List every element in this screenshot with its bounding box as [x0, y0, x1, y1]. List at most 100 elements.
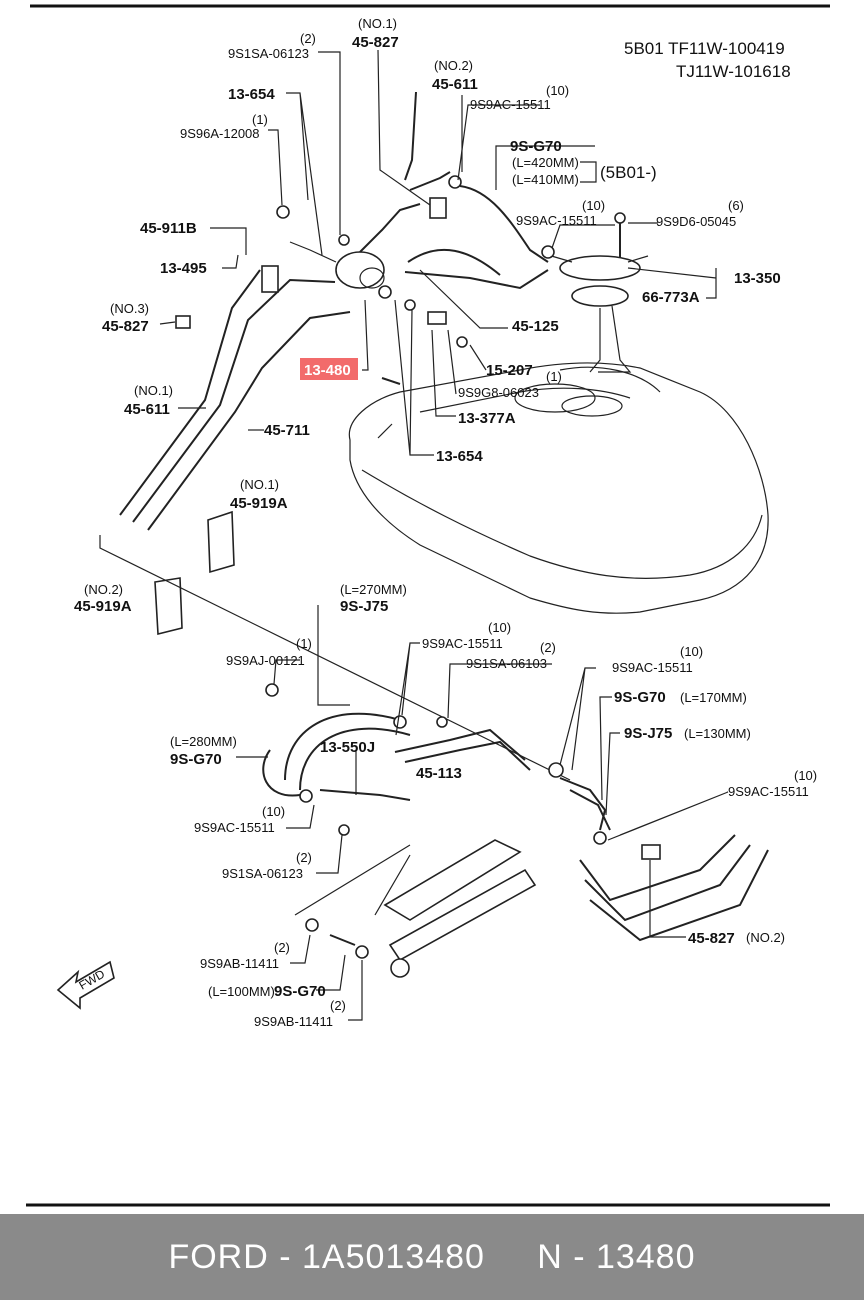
label-q1b: (1): [546, 369, 562, 384]
label-13-654b: 13-654: [436, 448, 483, 465]
label-9s9d6-05045: 9S9D6-05045: [656, 214, 736, 229]
label-13-350: 13-350: [734, 270, 781, 287]
label-q10a: (10): [546, 83, 569, 98]
label-9s9ac-15511b: 9S9AC-15511: [516, 213, 597, 228]
washer: [404, 299, 416, 311]
label-9s9ac-15511a: 9S9AC-15511: [470, 97, 551, 112]
label-45-611b: 45-611: [124, 401, 170, 418]
label-q10e: (10): [680, 644, 703, 659]
bolt-9s96a: [276, 205, 290, 219]
label-q10f: (10): [794, 768, 817, 783]
clamp-9s9ab-b: [355, 945, 369, 959]
highlight-box: [300, 358, 358, 380]
label-5b01: (5B01-): [600, 163, 657, 182]
label-13-480-highlighted: 13-480: [304, 362, 351, 379]
label-9s-j75a: 9S-J75: [340, 598, 388, 615]
bolt-9s1sa-06103: [436, 716, 448, 728]
fuel-pipes: [119, 91, 549, 531]
label-no2c: (NO.2): [746, 930, 785, 945]
label-9s9ac-15511c: 9S9AC-15511: [422, 636, 503, 651]
label-9s1sa-06123a: 9S1SA-06123: [228, 46, 309, 61]
label-q2a: (2): [300, 31, 316, 46]
label-45-827b: 45-827: [102, 318, 149, 335]
label-15-207: 15-207: [486, 362, 533, 379]
leader-lines: [159, 49, 729, 1021]
clip-45-827-no2: [641, 844, 661, 860]
label-q2b: (2): [540, 640, 556, 655]
label-45-911b: 45-911B: [140, 220, 197, 237]
label-no1a: (NO.1): [358, 16, 397, 31]
label-45-711: 45-711: [264, 422, 310, 439]
label-9s9ac-15511e: 9S9AC-15511: [612, 660, 693, 675]
label-no2b: (NO.2): [84, 582, 123, 597]
label-len100: (L=100MM): [208, 984, 275, 999]
clip-45-911b: [261, 265, 279, 293]
label-45-919a-b: 45-919A: [74, 598, 132, 615]
clip-45-827-no3: [175, 315, 191, 329]
label-len410: (L=410MM): [512, 172, 579, 187]
bolt-13-377a: [427, 311, 447, 325]
footer-bar: FORD - 1A5013480 N - 13480: [0, 1214, 864, 1300]
clamp-top: [448, 175, 462, 189]
label-9s96a-12008: 9S96A-12008: [180, 126, 260, 141]
clamp-9s9ab-a: [305, 918, 319, 932]
label-no1c: (NO.1): [240, 477, 279, 492]
label-len170: (L=170MM): [680, 690, 747, 705]
section-line: [99, 535, 571, 781]
forward-arrow-icon: FWD: [56, 960, 115, 1010]
label-q1a: (1): [252, 112, 268, 127]
label-9s9ab-11411a: 9S9AB-11411: [200, 956, 279, 971]
label-45-611a: 45-611: [432, 76, 478, 93]
label-q2e: (2): [330, 998, 346, 1013]
label-9s1sa-06123b: 9S1SA-06123: [222, 866, 303, 881]
part-labels: (NO.1) 45-827 (2) 9S1SA-06123 (NO.2) 45-…: [74, 16, 817, 1029]
label-45-827a: 45-827: [352, 34, 399, 51]
header-line1: 5B01 TF11W-100419: [624, 39, 785, 58]
label-9s-g70a: 9S-G70: [510, 138, 562, 155]
header-line2: TJ11W-101618: [676, 62, 791, 81]
label-9s9ac-15511d: 9S9AC-15511: [194, 820, 275, 835]
clamp-lower-4: [593, 831, 607, 845]
pipe-13-480: [381, 377, 401, 385]
label-len420: (L=420MM): [512, 155, 579, 170]
label-no1b: (NO.1): [134, 383, 173, 398]
label-q10b: (10): [582, 198, 605, 213]
label-9s-g70c: 9S-G70: [614, 689, 666, 706]
clamp-lower-1: [393, 715, 407, 729]
label-q2c: (2): [296, 850, 312, 865]
label-9s-g70d: 9S-G70: [274, 983, 326, 1000]
clamp-right: [541, 245, 555, 259]
bracket: [580, 161, 597, 183]
label-9s9ab-11411b: 9S9AB-11411: [254, 1014, 333, 1029]
label-len270: (L=270MM): [340, 582, 407, 597]
label-q1c: (1): [296, 636, 312, 651]
label-9s-j75b: 9S-J75: [624, 725, 672, 742]
bolt-9s1sa-top: [338, 234, 350, 246]
label-no3: (NO.3): [110, 301, 149, 316]
label-9s-g70b: 9S-G70: [170, 751, 222, 768]
lower-hoses: [262, 712, 769, 946]
bolt-15-207: [456, 336, 468, 348]
fuel-pump-unit: [547, 212, 649, 373]
label-no2a: (NO.2): [434, 58, 473, 73]
fuel-filter: [289, 241, 392, 299]
label-9s1sa-06103: 9S1SA-06103: [466, 656, 547, 671]
clamp-lower-3: [548, 762, 564, 778]
label-q10d: (10): [262, 804, 285, 819]
label-45-125: 45-125: [512, 318, 559, 335]
label-13-654a: 13-654: [228, 86, 275, 103]
label-45-113: 45-113: [416, 765, 462, 782]
clamp-lower-2: [299, 789, 313, 803]
label-66-773a: 66-773A: [642, 289, 700, 306]
label-q6: (6): [728, 198, 744, 213]
clip-45-919a-no2: [154, 577, 183, 636]
clip-45-827-top: [429, 197, 447, 219]
fuel-system-diagram: 5B01 TF11W-100419 TJ11W-101618: [26, 4, 830, 1207]
footer-part-number: FORD - 1A5013480 N - 13480: [168, 1237, 696, 1276]
fuel-tank: [348, 362, 769, 614]
label-45-919a-a: 45-919A: [230, 495, 288, 512]
bolt-9s1sa-lower: [338, 824, 350, 836]
label-9s9g8-06023: 9S9G8-06023: [458, 385, 539, 400]
label-q10c: (10): [488, 620, 511, 635]
clip-45-919a-no1: [207, 510, 235, 574]
